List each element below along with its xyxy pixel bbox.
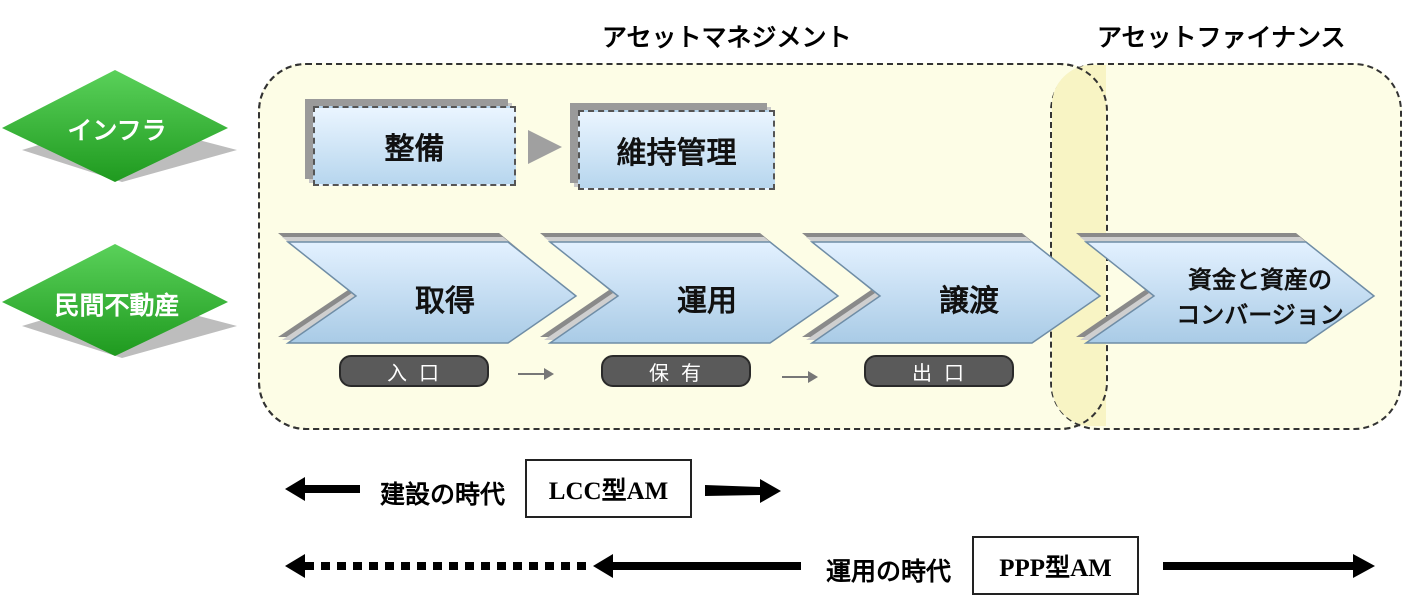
chevron-acquire-label: 取得 <box>415 284 475 319</box>
real-estate-category: 民間不動産 <box>2 244 237 364</box>
infra-diamond-shape <box>2 70 237 182</box>
infra-manage-card: 維持管理 <box>578 110 775 190</box>
operation-era-right-arrow <box>1163 554 1375 578</box>
chevron-convert-label-1: 資金と資産の <box>1188 266 1332 294</box>
phase-arrow-1 <box>518 368 554 380</box>
chevron-acquire <box>285 241 578 344</box>
construction-era-right-arrow <box>705 479 781 503</box>
lcc-am-box: LCC型AM <box>525 459 692 518</box>
phase-arrow-2 <box>782 371 818 383</box>
infra-build-card: 整備 <box>313 106 516 186</box>
chevron-operate-label: 運用 <box>677 284 737 319</box>
chevron-transfer-label: 譲渡 <box>939 284 999 319</box>
chevron-convert-label-2: コンバージョン <box>1176 301 1344 329</box>
infra-label: インフラ <box>67 116 167 145</box>
operation-era-label: 運用の時代 <box>826 557 952 586</box>
infra-build-label: 整備 <box>384 132 445 167</box>
construction-era-left-arrow <box>285 477 360 501</box>
operation-era-left-arrow <box>285 554 801 578</box>
chevron-transfer <box>809 241 1102 344</box>
asset-management-header: アセットマネジメント <box>602 23 852 52</box>
chevron-convert <box>1083 241 1376 344</box>
phase-exit-pill: 出口 <box>864 355 1014 387</box>
real-estate-label: 民間不動産 <box>54 291 180 320</box>
infra-step-arrow <box>528 130 562 164</box>
construction-era-label: 建設の時代 <box>380 480 506 509</box>
ppp-am-box: PPP型AM <box>972 536 1139 595</box>
phase-hold-pill: 保有 <box>601 355 751 387</box>
infra-category: インフラ <box>2 70 237 190</box>
phase-entry-pill: 入口 <box>339 355 489 387</box>
real-estate-diamond-shape <box>2 244 237 358</box>
chevron-operate <box>547 241 840 344</box>
asset-finance-header: アセットファイナンス <box>1097 23 1346 52</box>
infra-manage-label: 維持管理 <box>616 136 737 171</box>
